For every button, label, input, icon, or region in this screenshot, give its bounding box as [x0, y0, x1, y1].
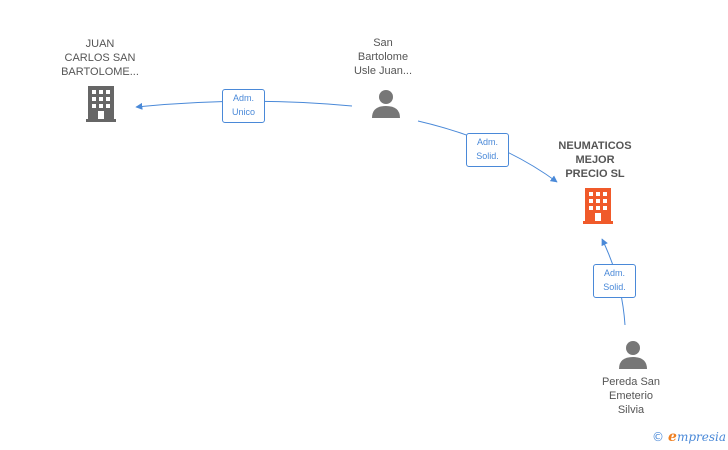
label-line: BARTOLOME...	[61, 66, 139, 78]
label-line: JUAN	[85, 38, 115, 50]
node-label-san-bartolome[interactable]: San Bartolome Usle Juan...	[328, 36, 438, 78]
label-line: Emeterio	[608, 390, 654, 402]
edge-label-adm-solid-1[interactable]: Adm. Solid.	[466, 133, 509, 167]
edge-label-adm-unico[interactable]: Adm. Unico	[222, 89, 265, 123]
edge-label-line: Adm.	[603, 268, 625, 278]
edge-label-line: Unico	[231, 107, 255, 117]
label-line: San	[373, 37, 393, 49]
label-line: MEJOR	[575, 154, 615, 166]
building-icon-main[interactable]	[583, 188, 613, 224]
edge-label-line: Adm.	[232, 93, 254, 103]
brand-footer[interactable]: ©empresia	[652, 429, 726, 445]
building-icon[interactable]	[86, 86, 116, 122]
node-label-pereda[interactable]: Pereda San Emeterio Silvia	[576, 375, 686, 417]
edge-label-line: Adm.	[476, 137, 498, 147]
edge-label-line: Solid.	[476, 151, 499, 161]
label-line: PRECIO SL	[565, 168, 625, 180]
node-label-juan-carlos[interactable]: JUAN CARLOS SAN BARTOLOME...	[45, 37, 155, 79]
brand-logo-initial: e	[668, 429, 677, 445]
node-label-neumaticos[interactable]: NEUMATICOS MEJOR PRECIO SL	[540, 139, 650, 181]
person-icon[interactable]	[618, 339, 648, 369]
edge-label-line: Solid.	[603, 282, 626, 292]
label-line: CARLOS SAN	[64, 52, 136, 64]
person-icon[interactable]	[371, 88, 401, 118]
copyright-symbol: ©	[652, 430, 665, 444]
edge-label-adm-solid-2[interactable]: Adm. Solid.	[593, 264, 636, 298]
label-line: Usle Juan...	[353, 65, 413, 77]
brand-logo-text: mpresia	[676, 430, 726, 444]
label-line: Bartolome	[357, 51, 409, 63]
label-line: NEUMATICOS	[558, 140, 632, 152]
label-line: Silvia	[617, 404, 645, 416]
label-line: Pereda San	[601, 376, 661, 388]
